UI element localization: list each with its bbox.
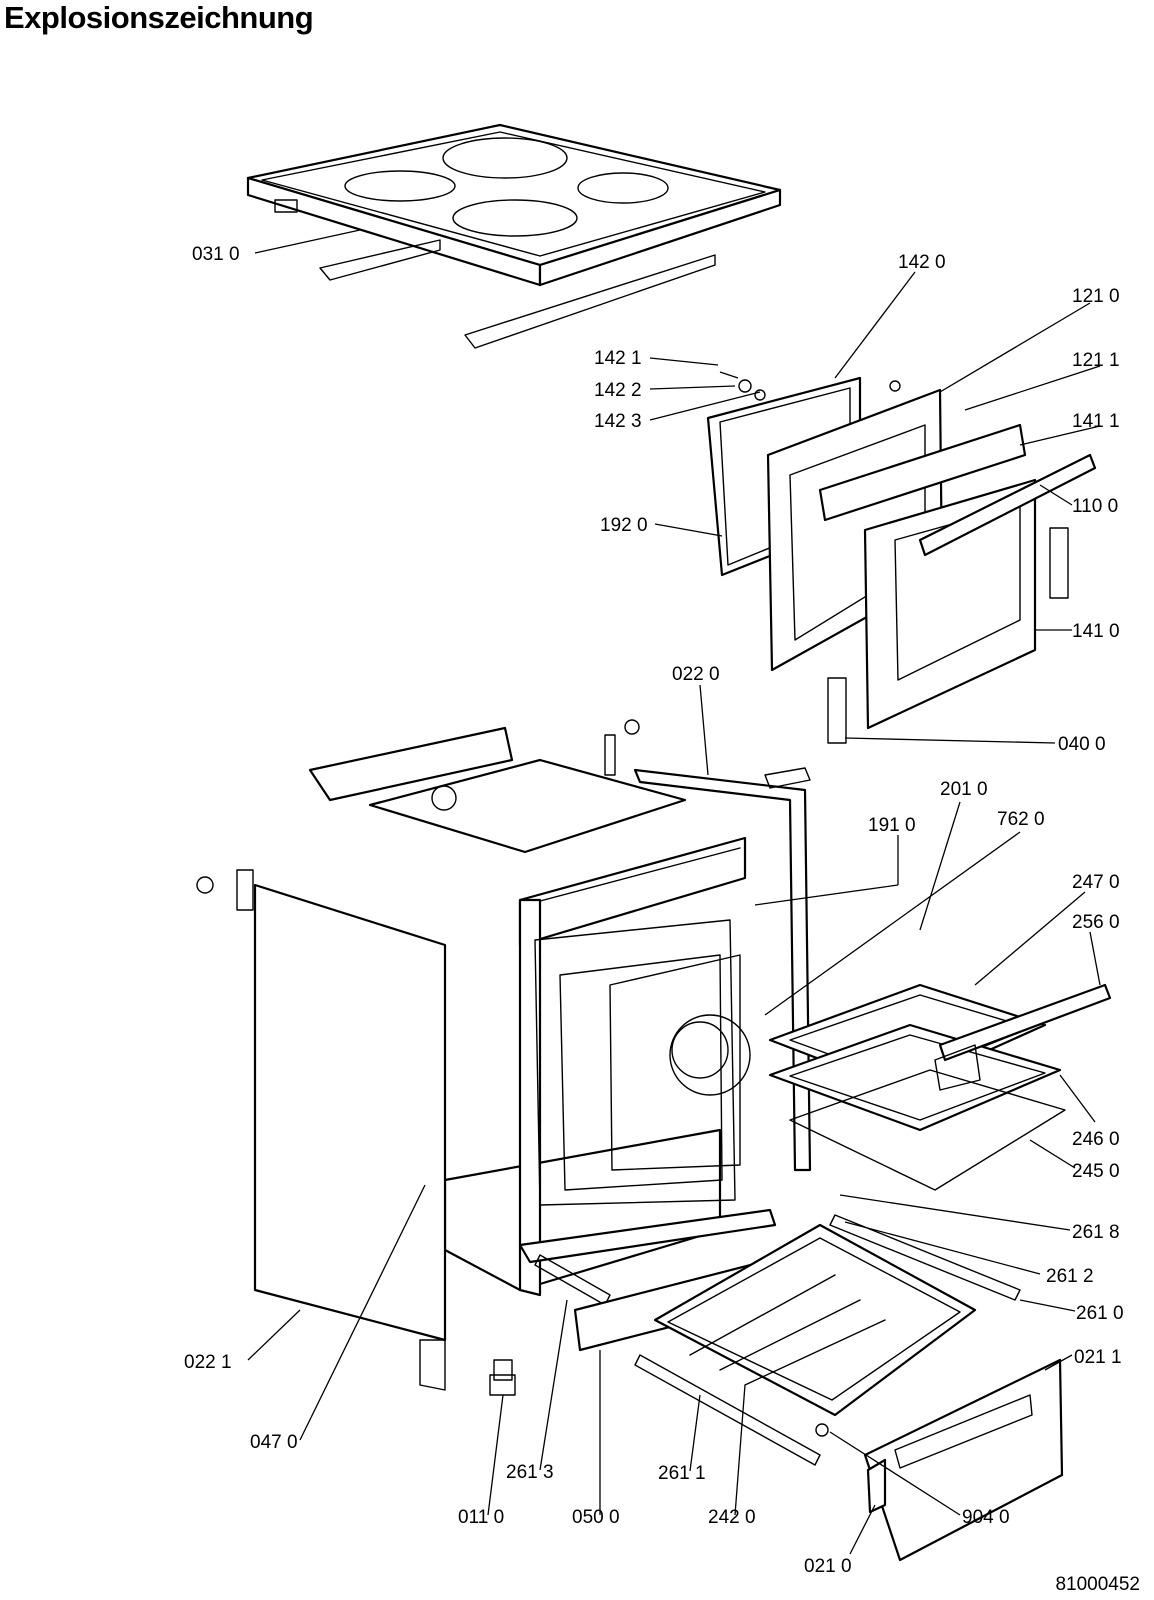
callout-031-0: 031 0	[192, 244, 240, 265]
callout-247-0: 247 0	[1072, 872, 1120, 893]
callout-047-0: 047 0	[250, 1432, 298, 1453]
callout-142-2: 142 2	[594, 380, 642, 401]
callout-245-0: 245 0	[1072, 1161, 1120, 1182]
leader-lines	[247, 229, 1101, 1555]
callout-192-0: 192 0	[600, 515, 648, 536]
callout-022-0: 022 0	[672, 664, 720, 685]
callout-021-1: 021 1	[1074, 1347, 1122, 1368]
callout-142-3: 142 3	[594, 411, 642, 432]
page-title: Explosionszeichnung	[4, 0, 314, 35]
callout-261-3: 261 3	[506, 1462, 554, 1483]
accessories	[489, 983, 1112, 1562]
callout-141-1: 141 1	[1072, 411, 1120, 432]
callout-261-8: 261 8	[1072, 1222, 1120, 1243]
document-number: 81000452	[1055, 1574, 1140, 1595]
callout-050-0: 050 0	[572, 1507, 620, 1528]
callout-labels: 031 0 142 0 121 0 142 1 142 2 121 1 142 …	[184, 244, 1124, 1577]
callout-040-0: 040 0	[1058, 734, 1106, 755]
callout-142-0: 142 0	[898, 252, 946, 273]
callout-022-1: 022 1	[184, 1352, 232, 1373]
callout-121-0: 121 0	[1072, 286, 1120, 307]
oven-body	[196, 719, 812, 1391]
callout-142-1: 142 1	[594, 348, 642, 369]
callout-021-0: 021 0	[804, 1556, 852, 1577]
callout-256-0: 256 0	[1072, 912, 1120, 933]
callout-191-0: 191 0	[868, 815, 916, 836]
cooktop-part	[246, 123, 782, 349]
callout-762-0: 762 0	[997, 809, 1045, 830]
callout-121-1: 121 1	[1072, 350, 1120, 371]
callout-246-0: 246 0	[1072, 1129, 1120, 1150]
callout-201-0: 201 0	[940, 779, 988, 800]
callout-011-0: 011 0	[458, 1507, 504, 1528]
callout-110-0: 110 0	[1072, 496, 1118, 517]
callout-242-0: 242 0	[708, 1507, 756, 1528]
callout-141-0: 141 0	[1072, 621, 1120, 642]
callout-261-2: 261 2	[1046, 1266, 1094, 1287]
oven-door-assembly	[706, 371, 1097, 744]
callout-904-0: 904 0	[962, 1507, 1010, 1528]
callout-261-1: 261 1	[658, 1463, 706, 1484]
callout-261-0: 261 0	[1076, 1303, 1124, 1324]
